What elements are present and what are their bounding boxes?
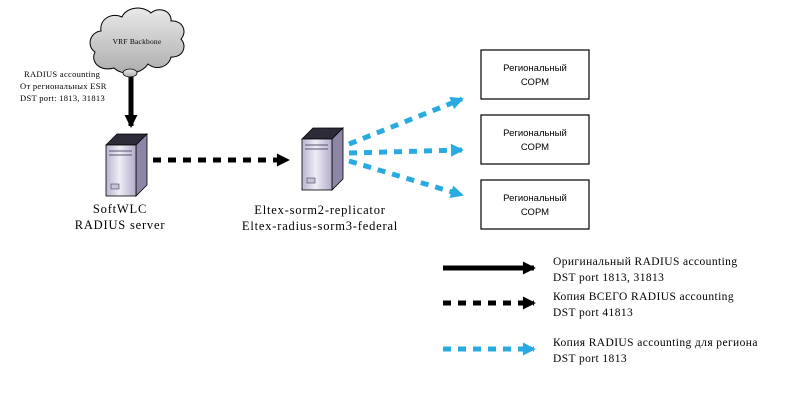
source-note-line2: От региональных ESR xyxy=(20,81,107,91)
server-side-face xyxy=(135,133,148,197)
sorm-box-label-line1: Региональный xyxy=(503,193,567,204)
server-side-face xyxy=(331,127,344,191)
server-power-button xyxy=(110,183,120,190)
server-front-face xyxy=(105,144,137,197)
sorm-box-label-line1: Региональный xyxy=(503,128,567,139)
server-front-face xyxy=(301,138,333,191)
legend-copy-all-line1: Копия ВСЕГО RADIUS accounting xyxy=(553,291,734,303)
softwlc-label-line1: SoftWLC xyxy=(93,202,147,216)
server-replicator-icon xyxy=(301,127,344,191)
cloud-shape xyxy=(89,7,185,74)
source-note-line3: DST port: 1813, 31813 xyxy=(20,93,105,103)
regional-sorm-box-1: Региональный СОРМ xyxy=(480,49,590,100)
arrow-replicator-to-sorm-3 xyxy=(348,158,464,199)
source-note: RADIUS accounting От региональных ESR DS… xyxy=(20,69,107,103)
vrf-cloud: VRF Backbone xyxy=(89,7,185,78)
cloud-label: VRF Backbone xyxy=(113,37,162,46)
arrow-replicator-to-sorm-2 xyxy=(348,143,464,157)
regional-sorm-box-2: Региональный СОРМ xyxy=(480,114,590,165)
sorm-box-rect xyxy=(480,114,590,165)
sorm-box-label-line2: СОРМ xyxy=(521,77,549,88)
sorm-box-rect xyxy=(480,179,590,230)
sorm-box-label-line2: СОРМ xyxy=(521,142,549,153)
server-softwlc-icon xyxy=(105,133,148,197)
source-note-line1: RADIUS accounting xyxy=(24,69,101,79)
sorm-box-rect xyxy=(480,49,590,100)
sorm-box-label-line2: СОРМ xyxy=(521,207,549,218)
legend-copy-region-line2: DST port 1813 xyxy=(553,353,627,365)
softwlc-label-line2: RADIUS server xyxy=(75,218,166,232)
legend: Оригинальный RADIUS accounting DST port … xyxy=(443,256,758,365)
cloud-tail xyxy=(122,68,138,78)
legend-original-line1: Оригинальный RADIUS accounting xyxy=(553,256,737,268)
sorm-box-label-line1: Региональный xyxy=(503,63,567,74)
legend-copy-all-line2: DST port 41813 xyxy=(553,307,633,319)
replicator-label-line2: Eltex-radius-sorm3-federal xyxy=(242,219,398,233)
server-power-button xyxy=(306,177,316,184)
replicator-label-line1: Eltex-sorm2-replicator xyxy=(254,203,385,217)
legend-copy-region-line1: Копия RADIUS accounting для региона xyxy=(553,337,758,349)
arrow-replicator-to-sorm-1 xyxy=(348,96,464,147)
regional-sorm-box-3: Региональный СОРМ xyxy=(480,179,590,230)
legend-original-line2: DST port 1813, 31813 xyxy=(553,272,664,284)
